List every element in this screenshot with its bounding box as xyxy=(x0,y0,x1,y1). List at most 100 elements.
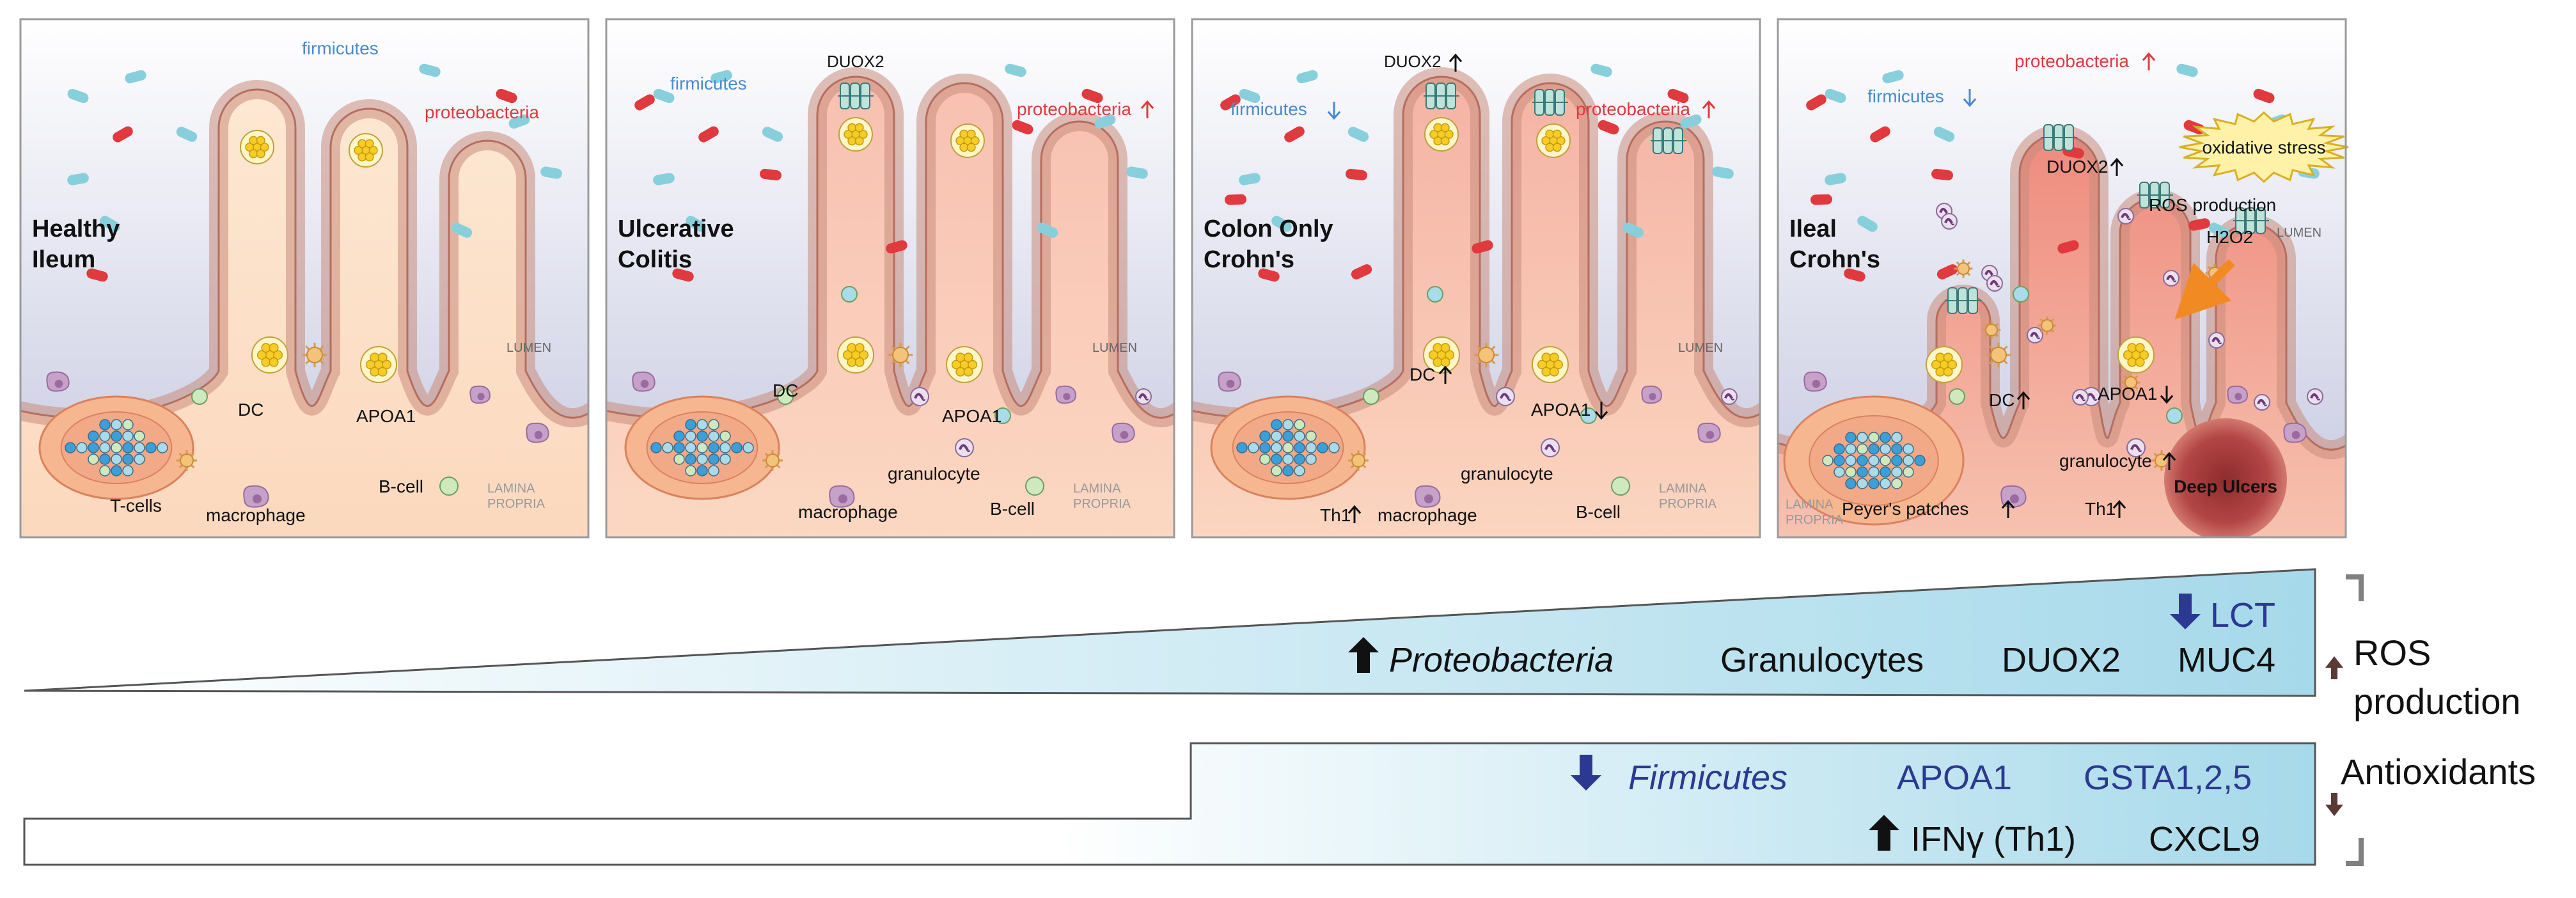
granulocyte-icon xyxy=(2126,438,2146,457)
panel-title-line2: Ileum xyxy=(32,246,95,273)
proteobacteria-rod xyxy=(1346,168,1367,181)
macrophage-icon xyxy=(1218,371,1241,392)
oxidative-stress-label: oxidative stress xyxy=(2203,138,2326,157)
granulocyte-icon xyxy=(1541,438,1560,457)
h2o2-arrow-icon xyxy=(2174,259,2235,320)
panel-title-line1: Colon Only xyxy=(1204,216,1333,242)
proteobacteria-rod xyxy=(2188,218,2210,231)
h2o2-label: H2O2 xyxy=(2206,227,2253,247)
granulocyte-icon xyxy=(2163,270,2179,287)
proteobacteria-rod xyxy=(1870,126,1890,143)
lumen-label: LUMEN xyxy=(2277,226,2321,240)
apoa1-cell-icon xyxy=(1532,346,1569,383)
ros-label: ROS xyxy=(2353,633,2431,673)
lamina-propria-label: LAMINA xyxy=(1659,482,1707,496)
lymphocyte-icon xyxy=(439,477,459,496)
arrow-up-icon xyxy=(2162,452,2176,470)
lamina-propria-label: PROPRIA xyxy=(487,497,546,511)
granulocyte-icon xyxy=(2117,208,2134,224)
deep-ulcer xyxy=(2164,418,2287,537)
dendritic-cell-icon xyxy=(302,342,327,368)
lymphocyte-icon xyxy=(1363,388,1379,405)
dendritic-cell-icon xyxy=(1473,342,1499,368)
lamina-propria-label: PROPRIA xyxy=(1786,513,1844,527)
arrow-down-lct-icon xyxy=(2170,594,2201,629)
proteobacteria-rod xyxy=(2057,240,2079,254)
firmicutes-label: firmicutes xyxy=(1230,99,1307,119)
arrow-down-firmicutes-icon xyxy=(1571,755,1601,791)
macrophage-icon xyxy=(1415,485,1441,508)
panel-border xyxy=(1777,18,2347,539)
arrow-up-icon xyxy=(1449,53,1463,72)
macrophage-icon xyxy=(632,371,656,392)
duox2-channel-icon xyxy=(2041,124,2077,151)
panel-border xyxy=(19,18,590,539)
firmicutes-label: firmicutes xyxy=(670,74,747,93)
lamina-propria-label: LAMINA xyxy=(487,482,535,496)
lymphocyte-icon xyxy=(2166,407,2183,424)
summary-graphic: Proteobacteria Granulocytes DUOX2 MUC4 L… xyxy=(23,568,2536,866)
dc-label: DC xyxy=(1410,365,1435,384)
panel-2: UlcerativeColitisfirmicutesproteobacteri… xyxy=(605,18,1175,539)
cxcl9-label: CXCL9 xyxy=(2149,820,2260,858)
lymphocyte-icon xyxy=(841,286,858,303)
apoa1-label: APOA1 xyxy=(1531,400,1590,420)
firmicutes-rod xyxy=(1590,63,1612,77)
firmicutes-rod xyxy=(1037,223,1058,238)
dendritic-cell-icon xyxy=(762,450,783,471)
proteobacteria-rod xyxy=(1806,94,1826,111)
panel-title-line2: Crohn's xyxy=(1204,246,1294,273)
proteobacteria-label: proteobacteria xyxy=(1017,99,1131,119)
proteobacteria-rod xyxy=(1081,88,1103,104)
proteobacteria-rod xyxy=(1351,264,1372,280)
duox2-label: DUOX2 xyxy=(827,52,884,71)
arrow-down-antioxidants-icon xyxy=(2325,793,2343,816)
firmicutes-rod xyxy=(2176,63,2198,77)
firmicutes-rod xyxy=(1126,166,1148,179)
duox2-channel-icon xyxy=(838,83,874,109)
firmicutes-rod xyxy=(540,166,562,179)
apoa1-cell-icon xyxy=(360,346,397,383)
arrow-up-icon xyxy=(1438,365,1452,384)
proteobacteria-rod xyxy=(1936,264,1958,280)
dendritic-cell-icon xyxy=(888,342,913,368)
lamina-propria-label: LAMINA xyxy=(1786,498,1834,512)
duox2-label: DUOX2 xyxy=(2046,157,2108,177)
panel-title-line1: Ulcerative xyxy=(618,216,734,242)
lymphoid-follicle xyxy=(624,395,780,500)
macrophage-icon xyxy=(243,485,269,508)
dc-label: DC xyxy=(1989,390,2014,410)
lymphocyte-icon xyxy=(1580,407,1597,424)
firmicutes-rod xyxy=(1347,127,1369,142)
arrow-up-icon xyxy=(2001,500,2015,518)
arrow-up-icon xyxy=(1702,100,1716,118)
proteobacteria-rod xyxy=(1012,120,1033,135)
granulocyte-icon xyxy=(1941,213,1958,230)
macrophage-label: macrophage xyxy=(206,505,306,525)
firmicutes-rod xyxy=(508,114,530,129)
apoa1-cell-icon xyxy=(1536,123,1571,158)
apoa1-label: APOA1 xyxy=(942,406,1001,426)
proteobacteria-rod xyxy=(1598,120,1619,135)
apoa1-cell-icon xyxy=(2117,336,2155,374)
firmicutes-rod xyxy=(176,127,198,142)
lymphocyte-icon xyxy=(191,388,208,405)
oxidative-stress-burst xyxy=(2179,111,2349,184)
firmicutes-rod xyxy=(1933,127,1955,142)
firmicutes-rod xyxy=(1296,70,1318,84)
firmicutes-rod xyxy=(100,216,120,232)
lamina-propria-label: PROPRIA xyxy=(1659,497,1717,511)
proteobacteria-label: proteobacteria xyxy=(2014,51,2129,71)
proteobacteria-rod xyxy=(1931,168,1953,181)
duox2-channel-icon xyxy=(1651,127,1686,154)
rising-wedge-top xyxy=(24,568,2316,697)
proteobacteria-rod xyxy=(1472,240,1493,254)
firmicutes-rod xyxy=(125,70,146,84)
apoa1-label: APOA1 xyxy=(1897,759,2012,797)
lymphoid-follicle xyxy=(1783,395,1965,526)
deep-ulcers-label: Deep Ulcers xyxy=(2174,477,2277,496)
firmicutes-rod xyxy=(1271,216,1292,232)
firmicutes-rod xyxy=(711,70,732,84)
granulocyte-icon xyxy=(2027,327,2043,343)
arrow-down-icon xyxy=(1594,402,1608,420)
